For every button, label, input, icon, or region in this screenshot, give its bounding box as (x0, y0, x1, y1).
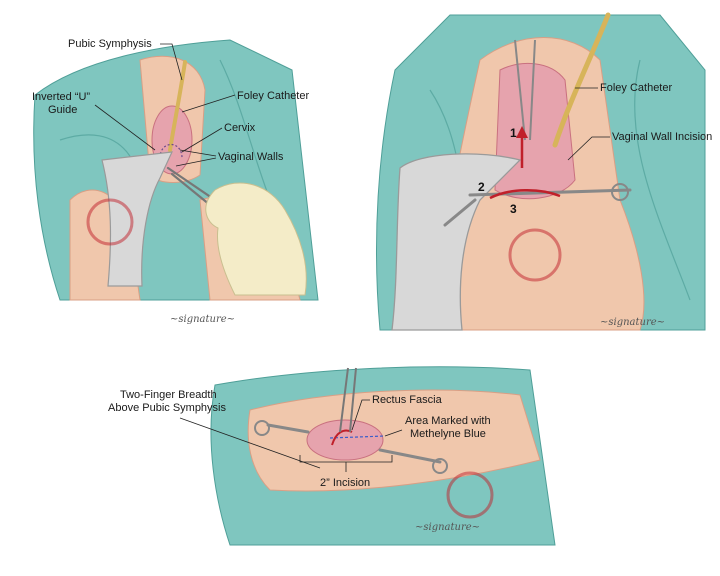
panel-bottom: ~signature~ Two-Finger Breadth Above Pub… (108, 366, 556, 546)
foley-catheter-tube-tr (552, 12, 611, 148)
leader-foley-catheter-tl (181, 94, 236, 113)
incision-opening (306, 419, 384, 461)
label-cervix: Cervix (224, 122, 256, 134)
leader-cervix (181, 127, 223, 153)
label-two-finger-line1: Two-Finger Breadth (120, 389, 217, 401)
panel-top-right: ~signature~ 1 2 3 Foley Catheter Vaginal… (375, 12, 712, 331)
retractor-ring-tr (611, 183, 629, 201)
label-two-finger-line2: Above Pubic Symphysis (108, 402, 226, 414)
retractor-bottom (266, 423, 442, 464)
step-number-2: 2 (478, 180, 485, 194)
clamp-tr (514, 39, 536, 141)
label-inverted-u-line2: Guide (48, 104, 77, 116)
leader-two-finger (179, 417, 321, 469)
artist-signature-icon-bottom: ~signature~ (415, 522, 480, 533)
label-pubic-symphysis: Pubic Symphysis (68, 38, 152, 50)
copyright-watermark-icon (86, 198, 134, 246)
leader-area-marked (384, 429, 403, 437)
incision-arrow-1-head (516, 126, 528, 138)
artist-signature-icon: ~signature~ (170, 314, 235, 325)
forceps-bottom (339, 367, 357, 433)
speculum-top-right (391, 153, 522, 331)
incision-bracket (299, 455, 393, 472)
copyright-watermark-icon-bottom (446, 471, 494, 519)
incision-arrow-2-3 (489, 188, 561, 200)
label-vaginal-wall-incision: Vaginal Wall Incision (612, 131, 712, 143)
label-incision: 2” Incision (320, 477, 370, 489)
methylene-blue-marking (329, 435, 386, 439)
retractor-ring-left (254, 420, 270, 436)
leader-vaginal-wall-incision (567, 136, 610, 161)
gloved-hand (205, 182, 307, 296)
leader-vaginal-walls (175, 149, 217, 167)
label-inverted-u-line1: Inverted “U” (32, 91, 90, 103)
step-number-3: 3 (510, 202, 517, 216)
copyright-watermark-icon-tr (508, 228, 562, 282)
step-number-1: 1 (510, 126, 517, 140)
leader-pubic-symphysis (160, 43, 183, 81)
retractor-ring-right (432, 458, 448, 474)
label-foley-catheter-tl: Foley Catheter (237, 90, 309, 102)
leader-rectus-fascia (351, 399, 370, 431)
label-vaginal-walls: Vaginal Walls (218, 151, 284, 163)
vaginal-canal-tr (494, 62, 576, 200)
label-foley-catheter-tr: Foley Catheter (600, 82, 672, 94)
leader-inverted-u (94, 104, 156, 151)
label-rectus-fascia: Rectus Fascia (372, 394, 443, 406)
label-area-marked-line2: Methelyne Blue (410, 428, 486, 440)
foley-catheter-tube (168, 60, 187, 152)
label-area-marked-line1: Area Marked with (405, 415, 491, 427)
panel-top-left: ~signature~ Pubic Symphysis Inverted “U”… (32, 38, 319, 325)
artist-signature-icon-tr: ~signature~ (600, 317, 665, 328)
